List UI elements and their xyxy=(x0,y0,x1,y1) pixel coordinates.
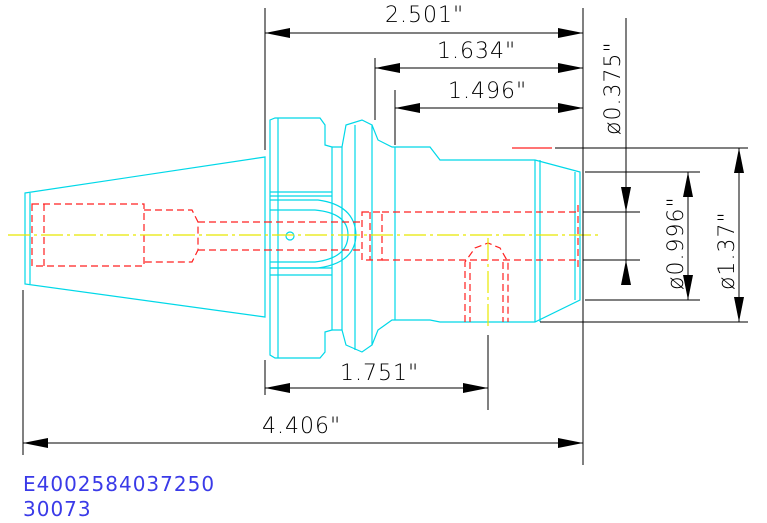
arrow-1751-right xyxy=(463,383,488,393)
dim-label-0375: ø0.375" xyxy=(601,41,626,135)
arrow-1496-right xyxy=(558,103,583,113)
front-bore xyxy=(382,211,580,261)
dim-label-0996: ø0.996" xyxy=(664,196,689,290)
arrow-1634-right xyxy=(558,63,583,73)
part-code: 30073 xyxy=(23,497,92,521)
arrow-2501-left xyxy=(265,28,290,38)
set-screw-hole xyxy=(464,242,509,322)
arrow-137-bottom xyxy=(734,297,744,322)
v-groove xyxy=(332,119,373,353)
center-hole xyxy=(285,231,295,241)
tool-holder-outline xyxy=(24,117,581,359)
through-bore xyxy=(198,221,265,251)
dim-label-1751: 1.751" xyxy=(340,361,419,386)
arrow-0375-top xyxy=(621,187,631,212)
flange xyxy=(269,117,333,359)
arrow-0996-top xyxy=(683,172,693,197)
central-bore xyxy=(265,221,362,251)
arrow-0375-bottom xyxy=(621,260,631,285)
arrow-1634-left xyxy=(375,63,400,73)
arrow-1496-left xyxy=(395,103,420,113)
dim-label-1496: 1.496" xyxy=(448,79,527,104)
arrow-0996-bottom xyxy=(683,275,693,300)
key-slot-inner xyxy=(270,209,349,263)
dim-label-2501: 2.501" xyxy=(385,3,464,28)
dim-label-1634: 1.634" xyxy=(437,39,516,64)
arrow-2501-right xyxy=(558,28,583,38)
dim-label-4406: 4.406" xyxy=(262,414,341,439)
dim-label-137: ø1.37" xyxy=(715,211,740,290)
arrow-137-top xyxy=(734,148,744,173)
dimension-lines xyxy=(22,8,748,465)
dimension-labels: 2.501" 1.634" 1.496" 1.751" 4.406" ø0.37… xyxy=(262,3,740,439)
arrow-4406-left xyxy=(23,438,48,448)
bore-step xyxy=(144,209,199,263)
arrow-1751-left xyxy=(265,383,290,393)
body xyxy=(371,124,581,346)
taper-shank xyxy=(24,156,266,318)
part-number: E4002584037250 xyxy=(23,472,215,496)
part-identification: E4002584037250 30073 xyxy=(23,472,215,521)
bore-counter xyxy=(361,211,383,261)
centerlines xyxy=(8,234,600,330)
arrow-4406-right xyxy=(558,438,583,448)
